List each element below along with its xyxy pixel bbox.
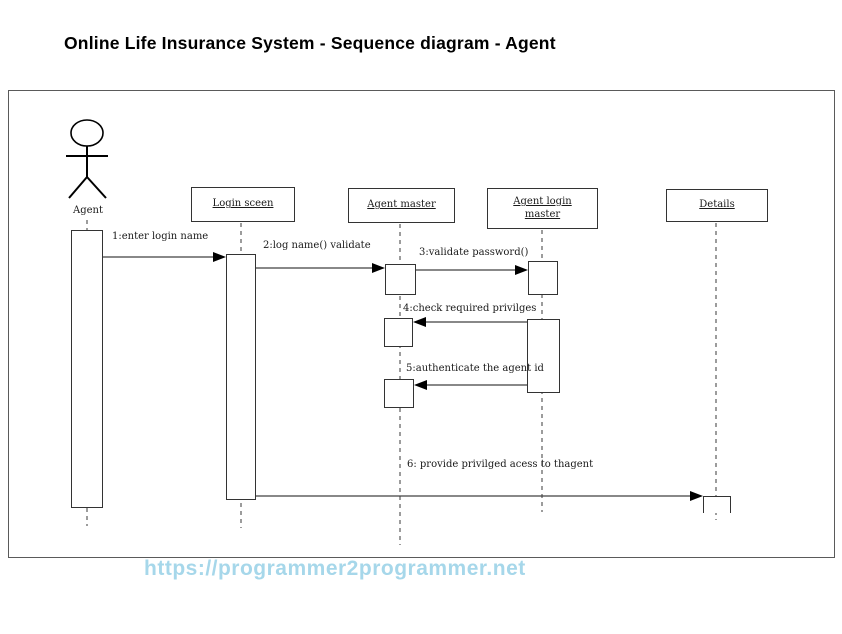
page-title: Online Life Insurance System - Sequence …: [64, 33, 556, 53]
activation-agent-login-master-1: [528, 261, 558, 295]
message-label-5: 5:authenticate the agent id: [406, 363, 544, 374]
activation-agent-master-3: [384, 379, 414, 408]
lifeline-box-agent-login-master: Agent login master: [487, 188, 598, 229]
lifeline-label-details: Details: [699, 199, 735, 211]
activation-agent-master-2: [384, 318, 413, 347]
lifeline-box-agent-master: Agent master: [348, 188, 455, 223]
activation-details: [703, 496, 731, 513]
message-label-4: 4:check required privilges: [403, 303, 537, 314]
activation-agent: [71, 230, 103, 508]
watermark-url: https://programmer2programmer.net: [144, 557, 526, 580]
lifeline-box-login-screen: Login sceen: [191, 187, 295, 222]
lifeline-label-login-screen: Login sceen: [212, 198, 274, 210]
lifeline-label-agent-master: Agent master: [367, 199, 436, 211]
message-label-6: 6: provide privilged acess to thagent: [407, 459, 594, 470]
diagram-frame: [8, 90, 835, 558]
activation-agent-login-master-2: [527, 319, 560, 393]
activation-login-screen: [226, 254, 256, 500]
activation-agent-master-1: [385, 264, 416, 295]
actor-label: Agent: [73, 205, 103, 216]
message-label-1: 1:enter login name: [112, 231, 209, 242]
lifeline-box-details: Details: [666, 189, 768, 222]
message-label-3: 3:validate password(): [419, 247, 529, 258]
message-label-2: 2:log name() validate: [263, 240, 371, 251]
lifeline-label-agent-login-master: Agent login master: [513, 196, 572, 220]
